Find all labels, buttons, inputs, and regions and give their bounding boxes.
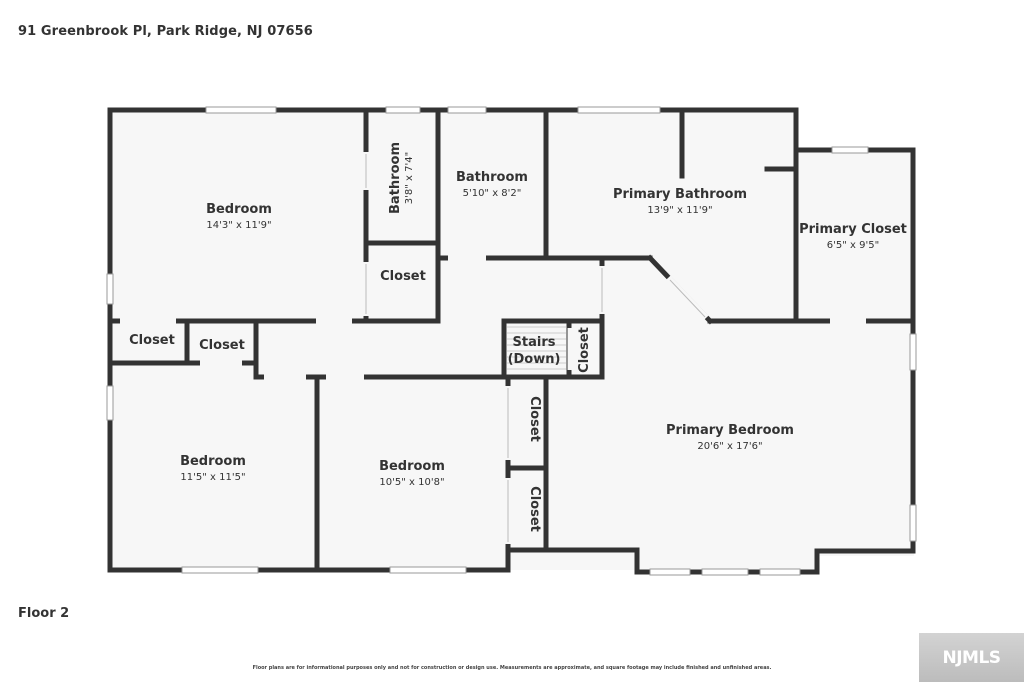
room-dimensions: 3'8" x 7'4" — [404, 152, 415, 204]
room-name: Primary Closet — [799, 222, 907, 237]
room-name: Bathroom — [388, 142, 403, 214]
room-name: Closet — [527, 486, 542, 532]
room-name: Closet — [129, 333, 175, 348]
windows — [106, 106, 917, 576]
room-name: Closet — [199, 338, 245, 353]
room-name: Bedroom — [379, 459, 445, 474]
room-bedroom-nw: Bedroom 14'3" x 11'9" — [206, 202, 272, 231]
room-closet-v1: Closet — [527, 396, 542, 442]
logo-text: NJMLS — [942, 647, 1001, 668]
room-dimensions: 20'6" x 17'6" — [697, 441, 762, 452]
room-name: Bedroom — [180, 454, 246, 469]
room-name: Closet — [380, 269, 426, 284]
room-dimensions: 13'9" x 11'9" — [647, 205, 712, 216]
room-name: Closet — [527, 396, 542, 442]
room-dimensions: 14'3" x 11'9" — [206, 220, 271, 231]
room-closet-hall: Closet — [380, 269, 426, 284]
stairs-direction: (Down) — [508, 352, 561, 367]
room-name: Primary Bathroom — [613, 187, 747, 202]
room-name: Closet — [577, 327, 592, 373]
room-bathroom-small: Bathroom 3'8" x 7'4" — [388, 142, 415, 214]
room-bedroom-s: Bedroom 10'5" x 10'8" — [379, 459, 445, 488]
room-closet-stairs: Closet — [577, 327, 592, 373]
room-dimensions: 11'5" x 11'5" — [180, 472, 245, 483]
room-dimensions: 6'5" x 9'5" — [827, 240, 879, 251]
room-stairs: Stairs (Down) — [508, 335, 561, 367]
room-name: Primary Bedroom — [666, 423, 794, 438]
floor-fill — [110, 108, 914, 572]
room-name: Bathroom — [456, 170, 528, 185]
floor-label: Floor 2 — [18, 606, 70, 621]
property-address: 91 Greenbrook Pl, Park Ridge, NJ 07656 — [18, 24, 313, 39]
room-dimensions: 5'10" x 8'2" — [463, 188, 522, 199]
room-bedroom-sw: Bedroom 11'5" x 11'5" — [180, 454, 246, 483]
njmls-logo: NJMLS — [919, 633, 1024, 682]
room-primary-closet: Primary Closet 6'5" x 9'5" — [799, 222, 907, 251]
stair-treads — [507, 326, 566, 370]
disclaimer-text: Floor plans are for informational purpos… — [252, 665, 772, 671]
room-closet-mid: Closet — [199, 338, 245, 353]
door-swings — [365, 154, 706, 542]
room-closet-v2: Closet — [527, 486, 542, 532]
room-bathroom: Bathroom 5'10" x 8'2" — [456, 170, 528, 199]
stairs-label: Stairs — [513, 335, 556, 350]
room-primary-bedroom: Primary Bedroom 20'6" x 17'6" — [666, 423, 794, 452]
room-closet-left: Closet — [129, 333, 175, 348]
room-dimensions: 10'5" x 10'8" — [379, 477, 444, 488]
room-name: Bedroom — [206, 202, 272, 217]
room-primary-bathroom: Primary Bathroom 13'9" x 11'9" — [613, 187, 747, 216]
